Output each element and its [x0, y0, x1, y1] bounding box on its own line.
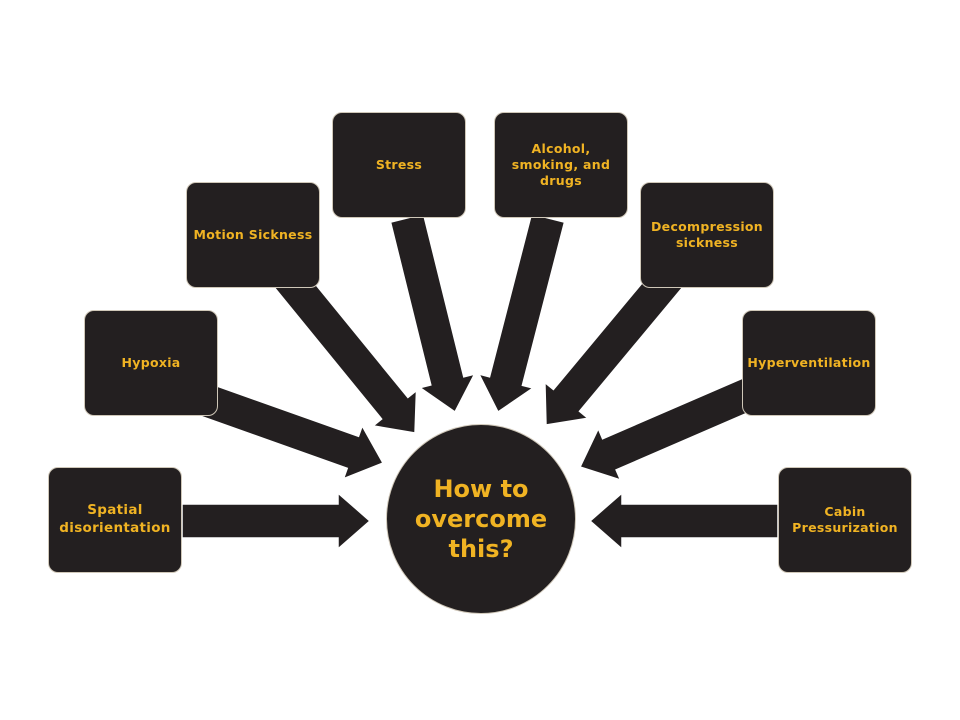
arrow-cabin-pressurization [588, 491, 779, 551]
node-stress: Stress [332, 112, 466, 218]
node-spatial-disorientation: Spatial disorientation [48, 467, 182, 573]
node-motion-sickness: Motion Sickness [186, 182, 320, 288]
node-decompression-sickness: Decompression sickness [640, 182, 774, 288]
node-alcohol-smoking-drugs: Alcohol, smoking, and drugs [494, 112, 628, 218]
arrow-hypoxia [193, 381, 385, 481]
hub-how-to-overcome: How to overcome this? [386, 424, 576, 614]
arrow-stress [389, 212, 476, 414]
node-hyperventilation: Hyperventilation [742, 310, 876, 416]
arrow-hyperventilation [578, 373, 766, 482]
node-cabin-pressurization: Cabin Pressurization [778, 467, 912, 573]
arrow-decompression-sickness [544, 258, 690, 426]
arrow-alcohol-smoking-drugs [477, 212, 566, 414]
arrow-spatial-disorientation [181, 491, 372, 551]
node-hypoxia: Hypoxia [84, 310, 218, 416]
